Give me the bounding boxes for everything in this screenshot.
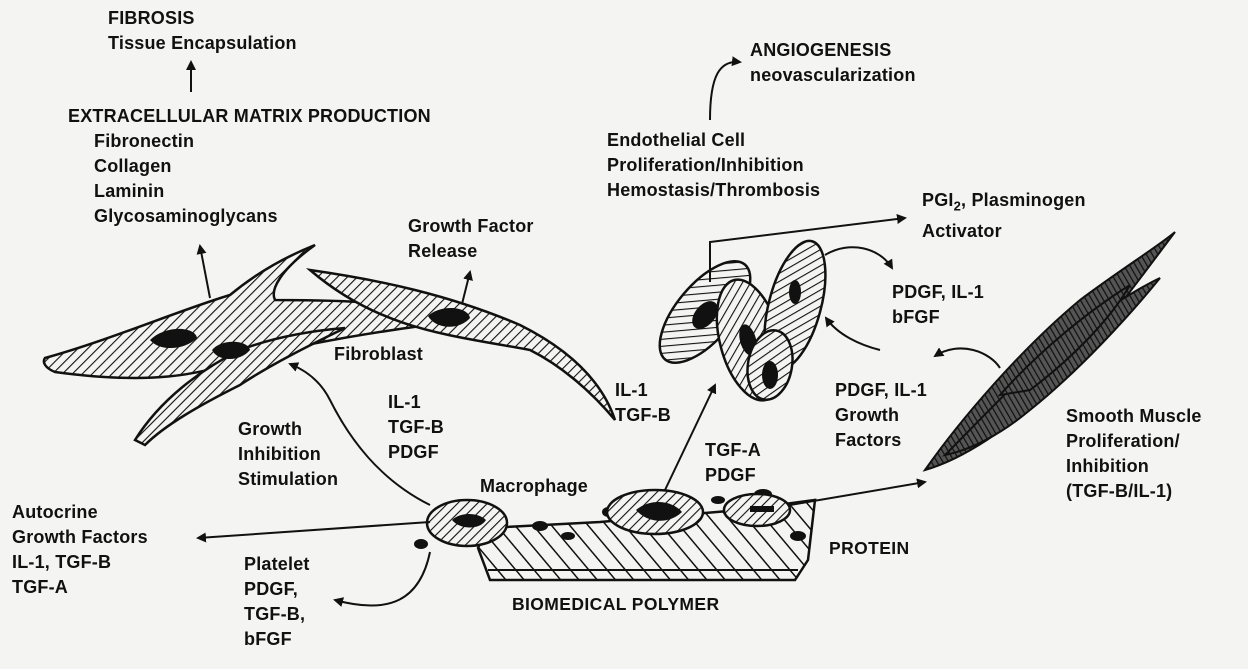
fibroblast-cells bbox=[44, 245, 615, 445]
il1-tgfb-pdgf-label: IL-1 TGF-B PDGF bbox=[388, 390, 444, 465]
biomedical-polymer-label: BIOMEDICAL POLYMER bbox=[512, 592, 720, 617]
fibrosis-label: FIBROSIS Tissue Encapsulation bbox=[108, 6, 297, 56]
platelet-label: Platelet PDGF, TGF-B, bFGF bbox=[244, 552, 310, 652]
pdgf-il1-growth-factors-label: PDGF, IL-1 Growth Factors bbox=[835, 378, 927, 453]
pgi2-label: PGI2, Plasminogen Activator bbox=[922, 188, 1086, 244]
autocrine-label: Autocrine Growth Factors IL-1, TGF-B TGF… bbox=[12, 500, 148, 600]
protein-label: PROTEIN bbox=[829, 536, 910, 561]
extracellular-matrix-label: EXTRACELLULAR MATRIX PRODUCTION Fibronec… bbox=[68, 104, 431, 229]
pdgf-il1-bfgf-label: PDGF, IL-1 bFGF bbox=[892, 280, 984, 330]
macrophage-label: Macrophage bbox=[480, 474, 588, 499]
endothelial-cells bbox=[644, 235, 837, 408]
growth-inhibition-label: Growth Inhibition Stimulation bbox=[238, 417, 338, 492]
tgfa-pdgf-label: TGF-A PDGF bbox=[705, 438, 761, 488]
smooth-muscle-label: Smooth Muscle Proliferation/ Inhibition … bbox=[1066, 404, 1202, 504]
growth-factor-release-label: Growth Factor Release bbox=[408, 214, 534, 264]
angiogenesis-label: ANGIOGENESIS neovascularization bbox=[750, 38, 916, 88]
endothelial-label: Endothelial Cell Proliferation/Inhibitio… bbox=[607, 128, 820, 203]
il1-tgfb-label: IL-1 TGF-B bbox=[615, 378, 671, 428]
fibroblast-label: Fibroblast bbox=[334, 342, 423, 367]
